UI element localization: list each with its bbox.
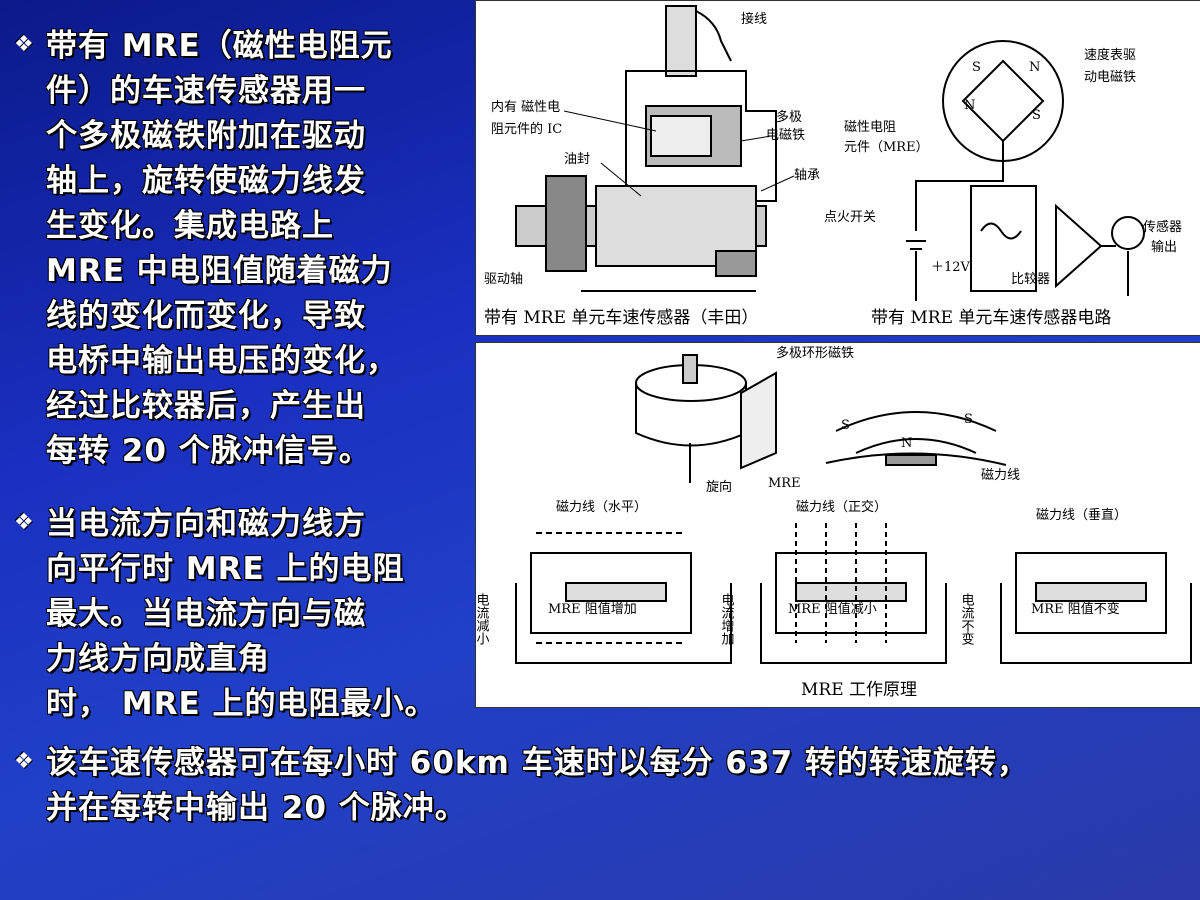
text-line: 线的变化而变化，导致 xyxy=(46,298,366,334)
label-ic-2: 阻元件的 IC xyxy=(491,121,562,137)
caption-right: 带有 MRE 单元车速传感器电路 xyxy=(871,308,1111,328)
label-current-constant: 电流不变 xyxy=(959,593,975,645)
text-line: 并在每转中输出 20 个脉冲。 xyxy=(46,790,467,826)
text-line: 当电流方向和磁力线方 xyxy=(46,506,366,542)
label-comparator: 比较器 xyxy=(1011,272,1050,287)
text-line: 时， MRE 上的电阻最小。 xyxy=(46,686,437,722)
label-res-decrease: MRE 阻值减小 xyxy=(788,601,877,617)
label-seal: 油封 xyxy=(564,152,590,167)
text-line: 电桥中输出电压的变化， xyxy=(46,343,398,379)
pole-S2: S xyxy=(1032,108,1041,123)
panel-horizontal xyxy=(515,532,732,664)
label-voltage: ＋12V xyxy=(931,260,971,275)
label-mre: MRE xyxy=(768,476,801,491)
label-speedo-2: 动电磁铁 xyxy=(1084,70,1136,85)
mre-principle-diagram: 多极环形磁铁 旋向 MRE 磁力线 S N S 磁力线（水平） MRE 阻值增加… xyxy=(476,345,1192,700)
caption-left: 带有 MRE 单元车速传感器（丰田） xyxy=(484,308,758,328)
circuit-diagram xyxy=(906,40,1145,301)
pole-S-right: S xyxy=(964,412,973,427)
ring-magnet xyxy=(635,354,777,483)
pole-N-mid: N xyxy=(901,436,912,451)
text-line: 向平行时 MRE 上的电阻 xyxy=(46,551,405,587)
text-line: 个多极磁铁附加在驱动 xyxy=(46,118,366,154)
label-bearing: 轴承 xyxy=(794,168,820,183)
label-multipole: 多极 xyxy=(776,109,802,125)
sensor-cross-section xyxy=(515,5,777,292)
label-mre: 磁性电阻 xyxy=(844,120,896,135)
bullet-text-2: 当电流方向和磁力线方 向平行时 MRE 上的电阻 最大。当电流方向与磁 力线方向… xyxy=(46,502,466,727)
sensor-diagram: 接线 内有 磁性电 阻元件的 IC 油封 驱动轴 多极 电磁铁 轴承 xyxy=(484,5,1182,328)
text-line: 带有 MRE（磁性电阻元 xyxy=(46,28,393,64)
pole-N1: N xyxy=(1029,60,1040,75)
text-line: 每转 20 个脉冲信号。 xyxy=(46,433,371,469)
label-ring-magnet: 多极环形磁铁 xyxy=(776,345,854,361)
pole-S1: S xyxy=(972,60,981,75)
bullet-marker-3: ❖ xyxy=(14,749,34,774)
label-flux-orthogonal: 磁力线（正交） xyxy=(796,499,887,515)
label-res-increase: MRE 阻值增加 xyxy=(548,601,637,617)
label-shaft: 驱动轴 xyxy=(484,272,523,287)
text-line: 生变化。集成电路上 xyxy=(46,208,334,244)
text-line: 力线方向成直角 xyxy=(46,641,270,677)
pole-N2: N xyxy=(964,98,975,113)
label-output-2: 输出 xyxy=(1151,239,1177,255)
bullet-text-3: 该车速传感器可在每小时 60km 车速时以每分 637 转的转速旋转， 并在每转… xyxy=(46,741,1186,831)
text-line: 轴上，旋转使磁力线发 xyxy=(46,163,366,199)
mre-principle-figure: 多极环形磁铁 旋向 MRE 磁力线 S N S 磁力线（水平） MRE 阻值增加… xyxy=(475,342,1200,708)
label-wire: 接线 xyxy=(741,11,767,27)
label-flux-vertical: 磁力线（垂直） xyxy=(1036,508,1127,523)
label-res-constant: MRE 阻值不变 xyxy=(1031,601,1120,617)
text-line: 经过比较器后，产生出 xyxy=(46,388,366,424)
pole-S-left: S xyxy=(841,418,850,433)
text-line: MRE 中电阻值随着磁力 xyxy=(46,253,393,289)
label-ic: 内有 磁性电 xyxy=(491,99,560,115)
label-current-decrease: 电流减小 xyxy=(476,593,489,646)
arc-magnet xyxy=(825,411,1007,466)
label-current-increase: 电流增加 xyxy=(719,593,735,646)
sensor-figure: 接线 内有 磁性电 阻元件的 IC 油封 驱动轴 多极 电磁铁 轴承 xyxy=(475,0,1200,336)
label-speedo: 速度表驱 xyxy=(1084,47,1136,63)
text-line: 最大。当电流方向与磁 xyxy=(46,596,366,632)
label-rotation: 旋向 xyxy=(706,479,732,495)
caption-mre-principle: MRE 工作原理 xyxy=(801,680,917,700)
bullet-marker-1: ❖ xyxy=(14,32,34,57)
label-multipole-2: 电磁铁 xyxy=(766,128,805,143)
text-line: 件）的车速传感器用一 xyxy=(46,73,366,109)
label-ignition: 点火开关 xyxy=(824,210,876,225)
label-flux: 磁力线 xyxy=(981,468,1020,483)
bullet-text-1: 带有 MRE（磁性电阻元 件）的车速传感器用一 个多极磁铁附加在驱动 轴上，旋转… xyxy=(46,24,466,474)
panel-orthogonal xyxy=(760,523,947,664)
label-output: 传感器 xyxy=(1143,219,1182,235)
label-flux-horizontal: 磁力线（水平） xyxy=(556,500,647,515)
label-mre-2: 元件（MRE） xyxy=(844,140,929,155)
panel-vertical xyxy=(1000,552,1192,664)
bullet-marker-2: ❖ xyxy=(14,510,34,535)
text-line: 该车速传感器可在每小时 60km 车速时以每分 637 转的转速旋转， xyxy=(46,745,1029,781)
